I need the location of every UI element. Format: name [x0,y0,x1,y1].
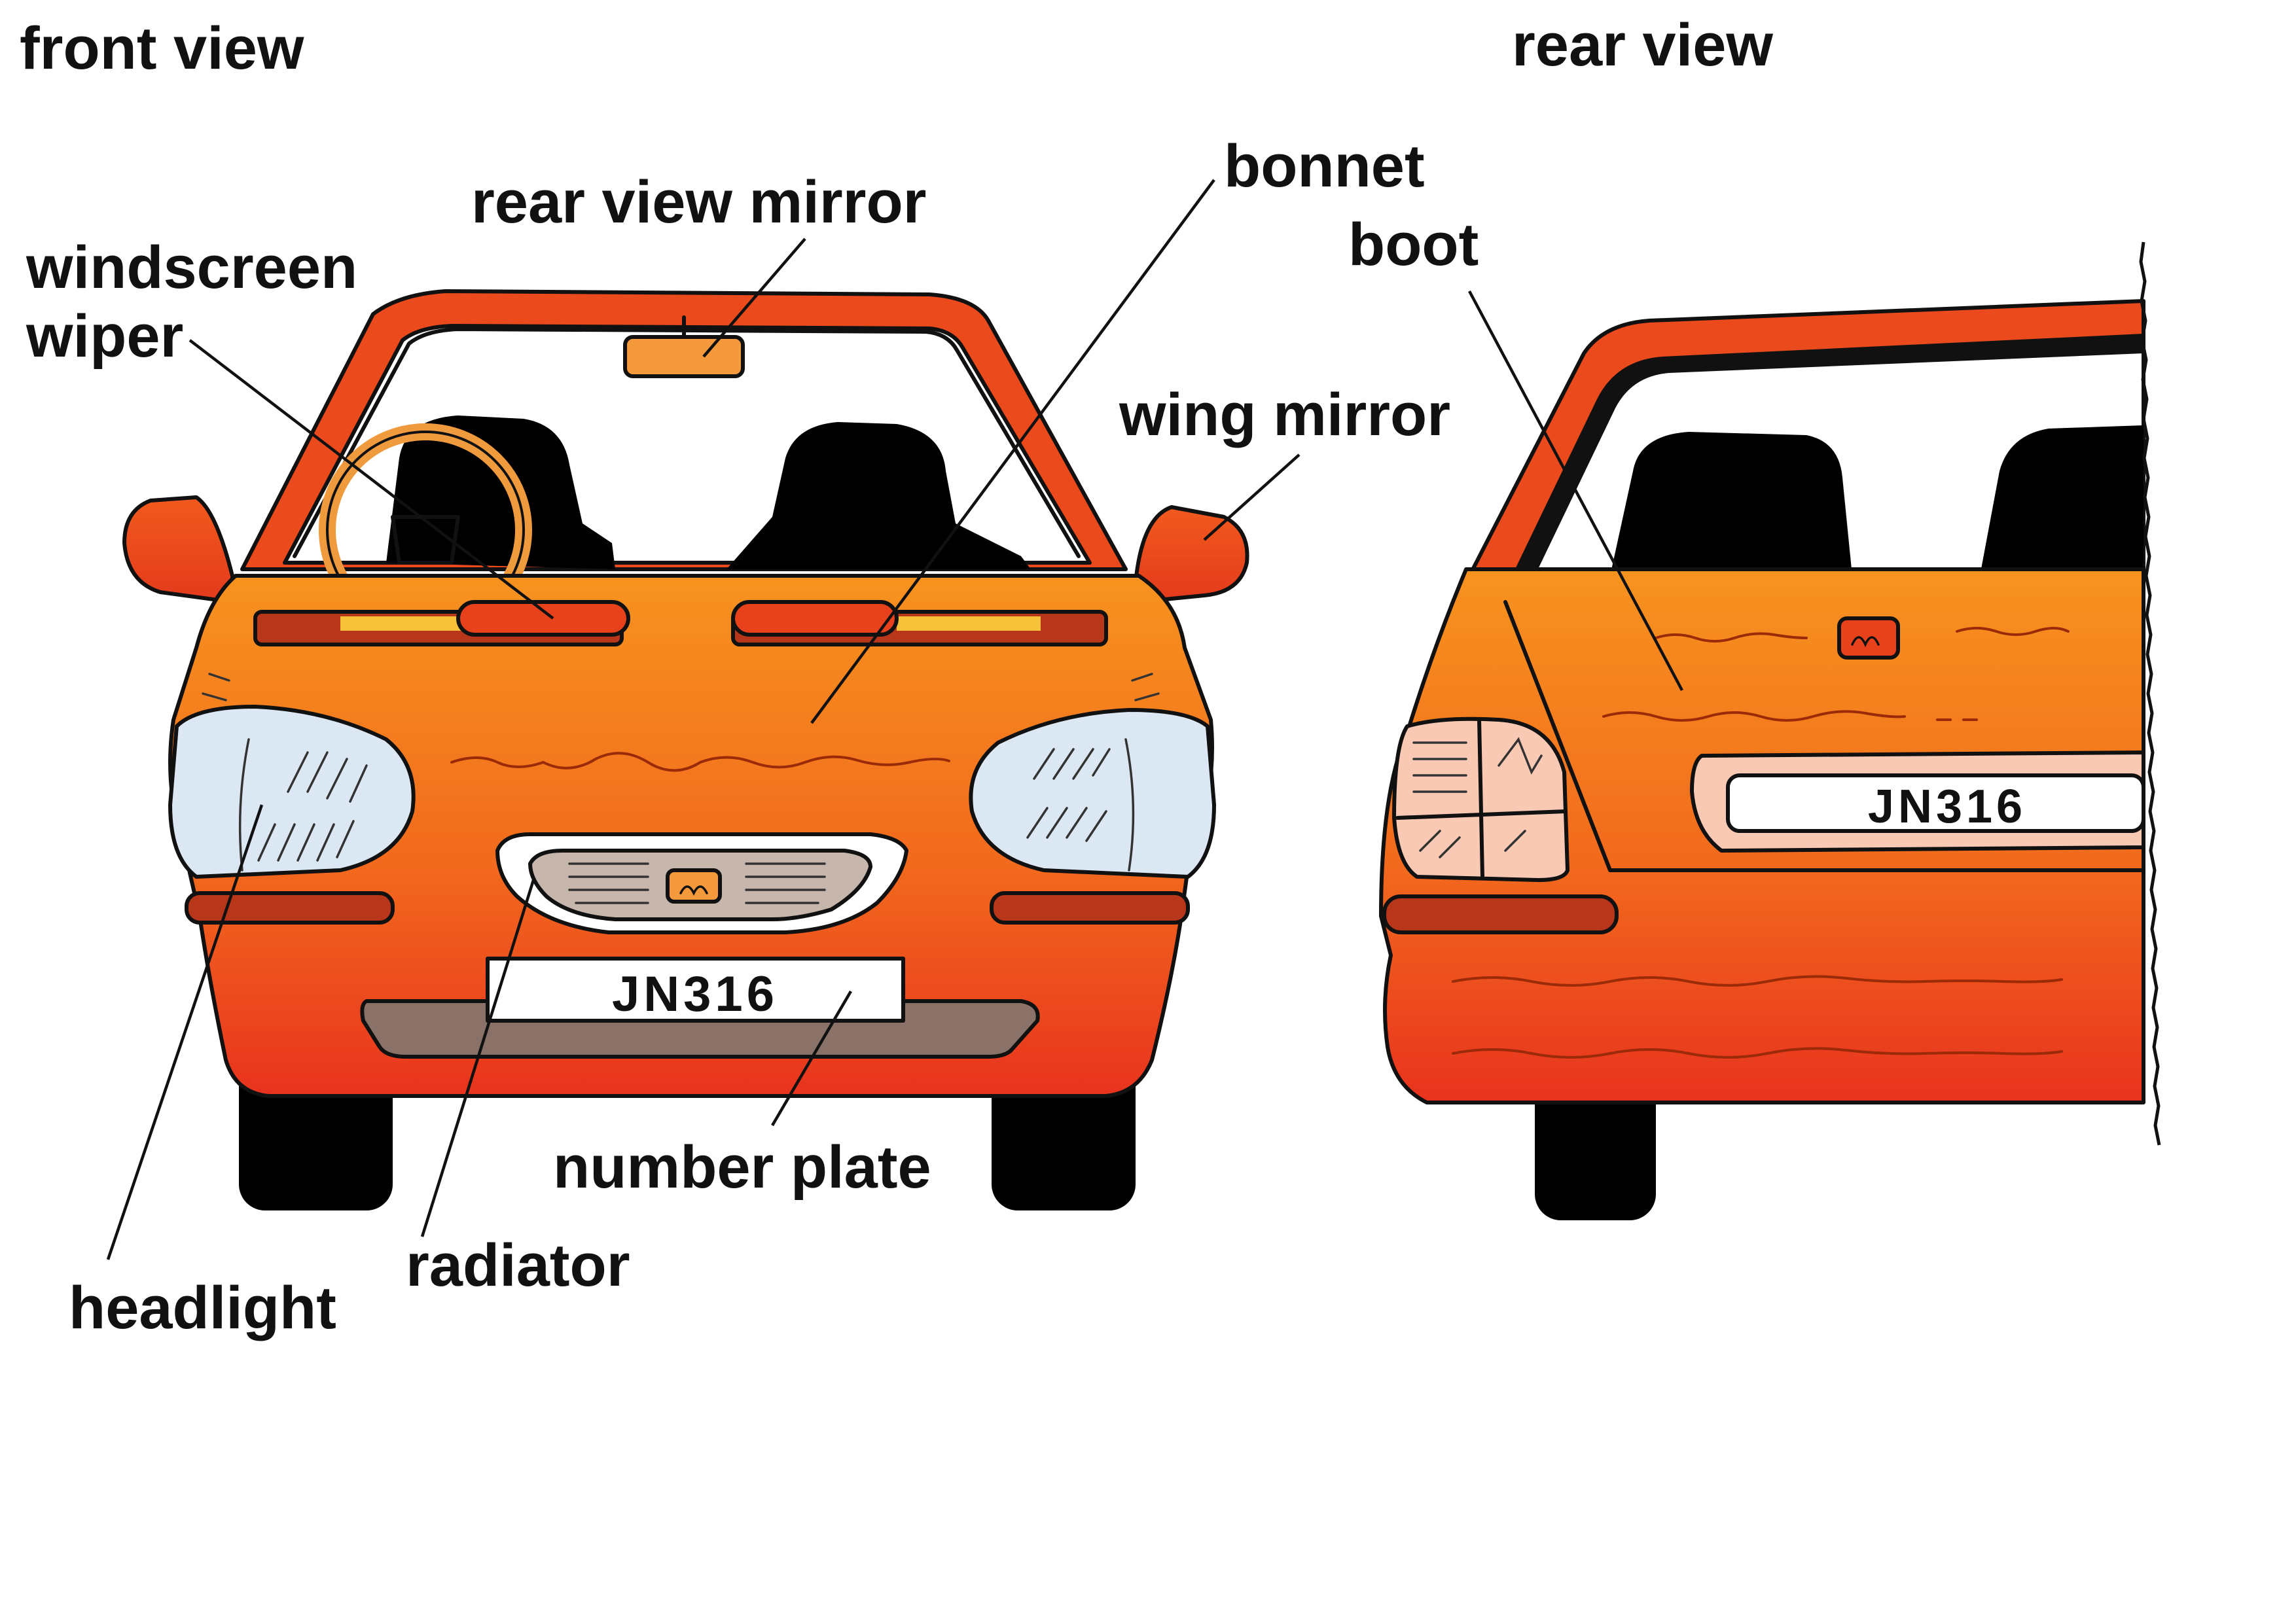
front-left-indicator [185,891,395,925]
label-number-plate: number plate [553,1134,931,1201]
leader-bonnet [810,179,1215,724]
label-wiper: wiper [26,303,183,370]
front-right-seat [726,422,1031,569]
boot-lid [1503,600,2145,872]
front-number-plate-part [486,957,905,1023]
labels: front view rear view rear view mirror wi… [20,12,1773,1341]
leader-radiator [420,879,535,1237]
label-wing-mirror: wing mirror [1119,381,1450,448]
front-plate-text: JN316 [612,966,778,1022]
front-right-wing-mirror [1134,505,1249,604]
rear-seat-right [1980,425,2144,576]
leader-wing-mirror [1203,453,1300,541]
label-windscreen: windscreen [26,234,357,301]
label-rear-view-mirror: rear view mirror [471,169,926,236]
front-left-wing-mirror [122,495,234,604]
leader-boot [1468,290,1683,692]
leader-rear-view-mirror [702,238,806,358]
label-radiator: radiator [406,1232,630,1299]
leader-headlight [106,804,264,1260]
label-bonnet: bonnet [1224,133,1425,200]
front-view-heading: front view [20,15,304,82]
leader-lines [106,179,1683,1260]
cut-edge [2139,241,2161,1146]
leader-windscreen-wiper [188,339,554,620]
rear-indicator [1382,894,1619,934]
rear-view-heading: rear view [1512,12,1773,79]
front-left-headlight [168,705,416,879]
front-right-indicator [990,891,1190,925]
label-headlight: headlight [69,1275,336,1341]
rear-view-car: JN316 [1379,241,2161,1220]
front-right-headlight [969,708,1216,879]
rear-view-mirror-part [623,335,745,378]
rear-number-plate-part [1726,773,2145,833]
leader-number-plate [771,990,852,1127]
label-boot: boot [1348,211,1479,278]
front-view-car: JN316 [122,289,1249,1210]
rear-seat-left [1610,432,1852,576]
rear-plate-text: JN316 [1868,781,2026,833]
